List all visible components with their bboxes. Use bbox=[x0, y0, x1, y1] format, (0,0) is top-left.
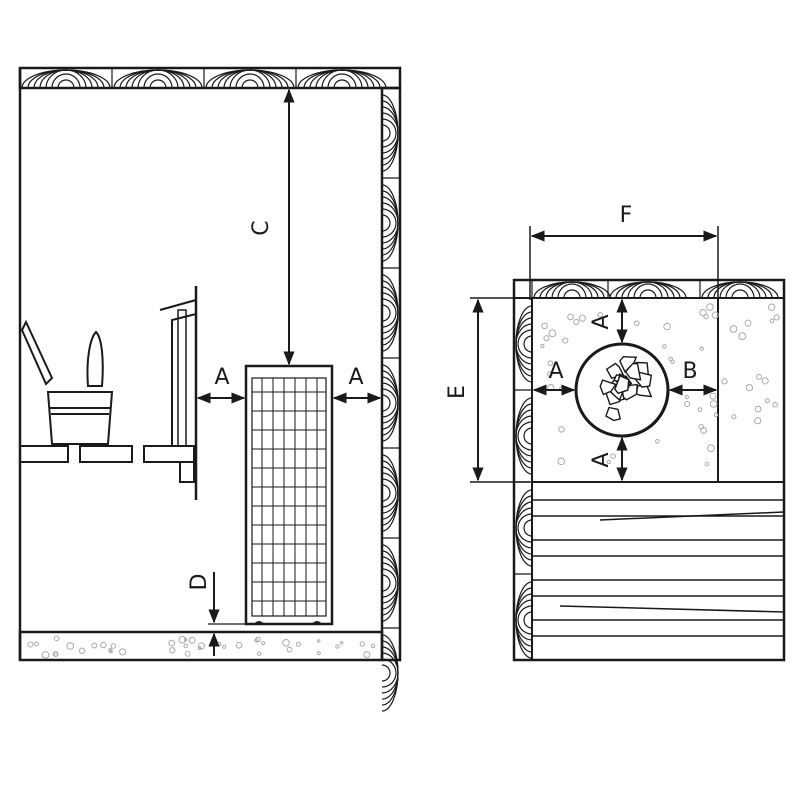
plan-dimension-a-top: A bbox=[589, 298, 628, 344]
plan-dimension-a-left: A bbox=[532, 359, 576, 396]
backrest bbox=[159, 286, 198, 500]
sauna-bucket-with-ladle bbox=[20, 319, 114, 445]
label-a-bottom: A bbox=[589, 452, 614, 467]
dimension-e: E bbox=[445, 297, 530, 483]
ceiling-boards bbox=[18, 66, 402, 90]
bench bbox=[19, 445, 195, 483]
label-a-plan-left: A bbox=[548, 359, 563, 384]
right-wall-boards bbox=[380, 86, 402, 712]
plan-top-wall-boards bbox=[514, 280, 784, 299]
top-plan-view: F E A A A B bbox=[445, 203, 786, 662]
dimension-f: F bbox=[529, 203, 719, 300]
label-e: E bbox=[445, 385, 470, 399]
label-d: D bbox=[187, 574, 212, 591]
label-f: F bbox=[620, 203, 633, 228]
label-a-top: A bbox=[589, 314, 614, 329]
plan-left-wall-boards bbox=[514, 297, 533, 660]
side-elevation-view: C A A D bbox=[18, 66, 402, 712]
label-a-left: A bbox=[214, 365, 229, 390]
plan-dimension-b: B bbox=[668, 359, 718, 396]
dimension-c: C bbox=[249, 88, 295, 366]
label-c: C bbox=[249, 220, 274, 235]
sauna-heater bbox=[244, 364, 334, 626]
plan-dimension-a-bottom: A bbox=[589, 436, 628, 482]
floor-slab bbox=[18, 630, 384, 662]
dimension-a-left: A bbox=[196, 365, 246, 404]
plan-bench-slats bbox=[532, 499, 785, 637]
plan-pebble-area bbox=[532, 298, 784, 483]
dimension-d: D bbox=[187, 572, 246, 656]
dimension-a-right: A bbox=[332, 365, 382, 404]
label-a-right: A bbox=[348, 365, 363, 390]
plan-heater-stones bbox=[574, 342, 670, 438]
label-b: B bbox=[682, 359, 697, 384]
